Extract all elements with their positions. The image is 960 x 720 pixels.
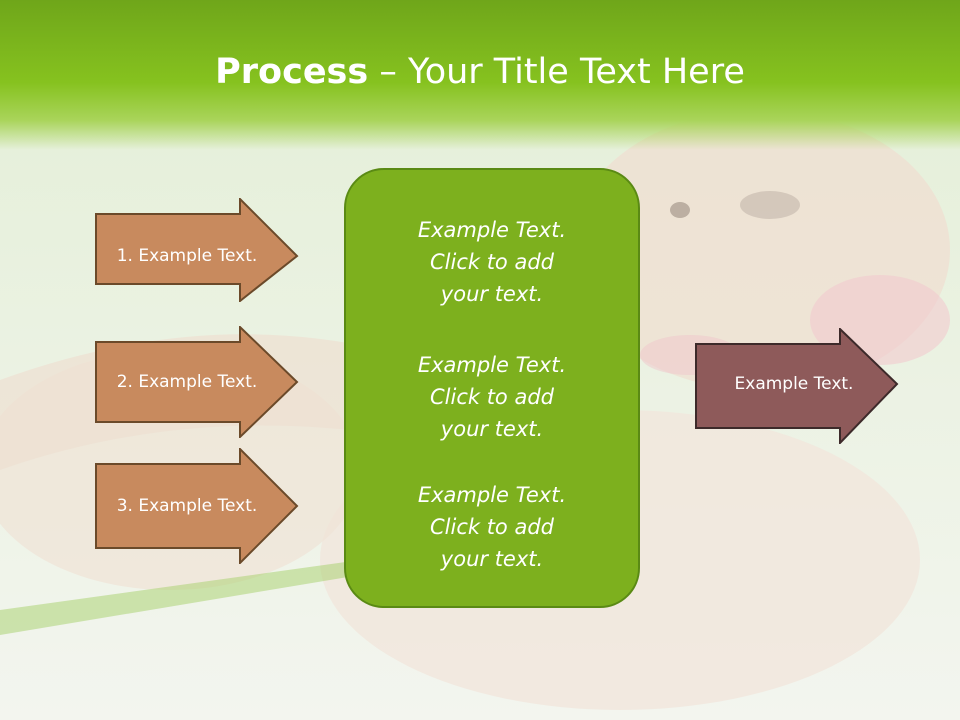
center-paragraph-1: Example Text. Click to add your text. bbox=[346, 214, 638, 310]
right-arrow: Example Text. bbox=[695, 328, 900, 444]
paragraph-line: Click to add bbox=[429, 515, 554, 539]
paragraph-line: your text. bbox=[440, 282, 544, 306]
paragraph-line: Click to add bbox=[429, 250, 554, 274]
paragraph-line: your text. bbox=[440, 547, 544, 571]
left-arrow-label: 1. Example Text. bbox=[116, 246, 258, 266]
left-arrow-3: 3. Example Text. bbox=[95, 448, 300, 564]
center-paragraph-3: Example Text. Click to add your text. bbox=[346, 479, 638, 575]
paragraph-line: Example Text. bbox=[417, 218, 567, 242]
left-arrow-1: 1. Example Text. bbox=[95, 198, 300, 302]
paragraph-line: Example Text. bbox=[417, 483, 567, 507]
slide-title: Process – Your Title Text Here bbox=[0, 52, 960, 92]
title-band bbox=[0, 0, 960, 150]
title-bold: Process bbox=[215, 52, 369, 92]
right-arrow-label: Example Text. bbox=[734, 374, 854, 394]
center-paragraph-2: Example Text. Click to add your text. bbox=[346, 349, 638, 445]
paragraph-line: your text. bbox=[440, 417, 544, 441]
paragraph-line: Example Text. bbox=[417, 353, 567, 377]
left-arrow-2: 2. Example Text. bbox=[95, 326, 300, 438]
paragraph-line: Click to add bbox=[429, 385, 554, 409]
title-rest: – Your Title Text Here bbox=[368, 52, 745, 92]
left-arrow-label: 3. Example Text. bbox=[116, 496, 258, 516]
left-arrow-label: 2. Example Text. bbox=[116, 372, 258, 392]
center-text-box[interactable]: Example Text. Click to add your text. Ex… bbox=[344, 168, 640, 608]
